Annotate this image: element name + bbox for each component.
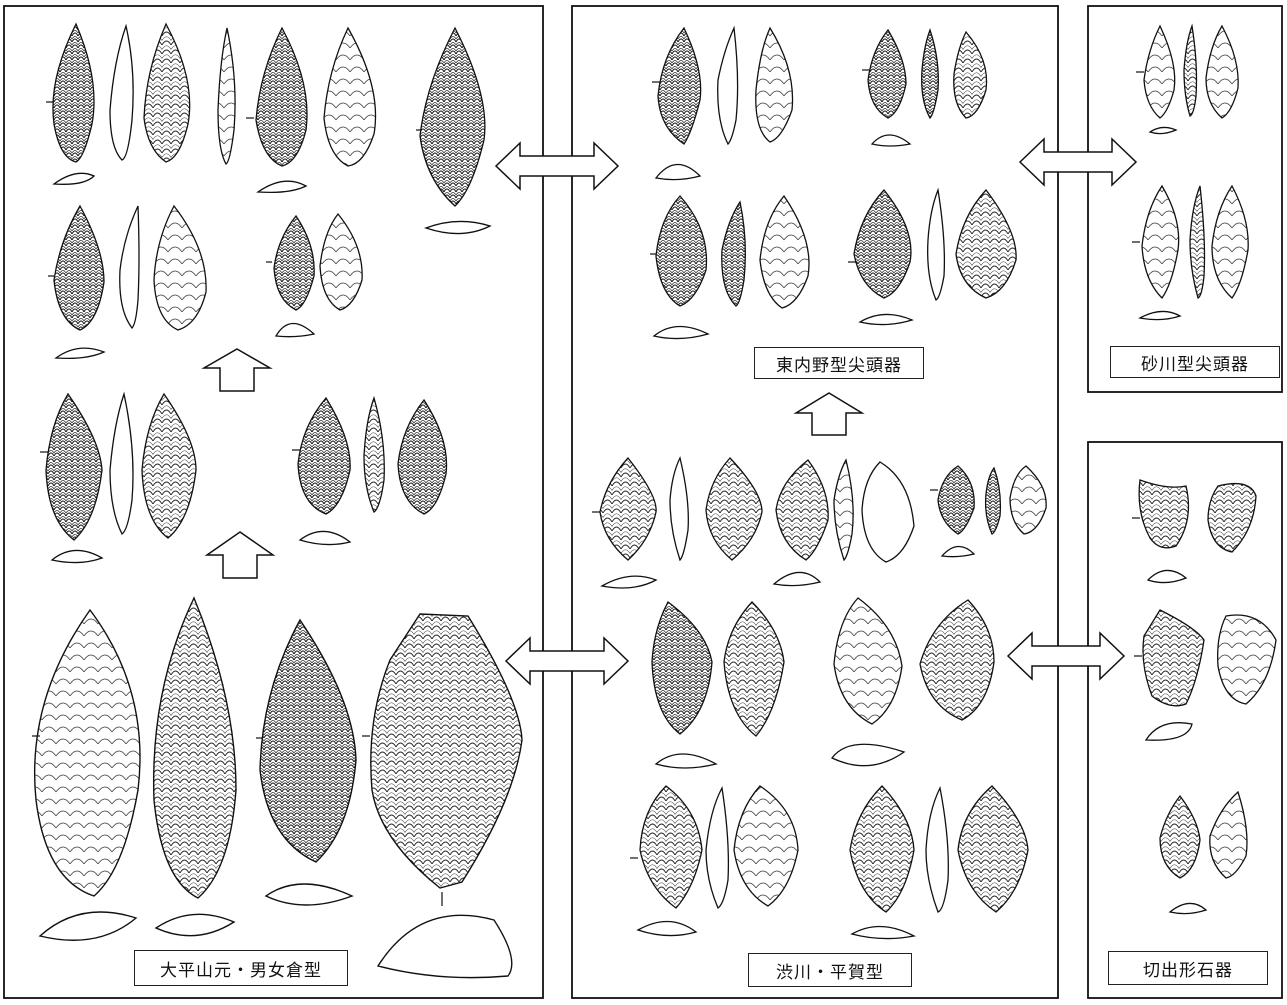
up-arrow-left-lower — [207, 532, 273, 578]
middle-mid-points — [600, 458, 1046, 588]
caption-panel-b-lower: 渋川・平賀型 — [748, 953, 912, 987]
left-row1-points — [53, 24, 490, 234]
middle-lower-points — [638, 598, 1028, 939]
left-row2-points — [54, 206, 362, 358]
right-upper-points — [1140, 26, 1248, 320]
up-arrow-middle — [796, 393, 862, 435]
double-arrow-bottom-left — [506, 638, 628, 684]
left-bottom-large-points — [35, 598, 522, 978]
middle-top-points — [654, 28, 1016, 339]
double-arrow-top-right — [1020, 139, 1136, 185]
caption-panel-c-upper: 砂川型尖頭器 — [1110, 346, 1280, 378]
double-arrow-top-left — [496, 143, 618, 189]
caption-panel-a: 大平山元・男女倉型 — [134, 950, 348, 986]
right-lower-points — [1139, 480, 1276, 914]
up-arrow-left-upper — [204, 349, 270, 391]
caption-panel-c-lower: 切出形石器 — [1108, 951, 1268, 985]
caption-panel-b-upper: 東内野型尖頭器 — [754, 347, 924, 379]
double-arrow-bottom-right — [1008, 633, 1124, 679]
